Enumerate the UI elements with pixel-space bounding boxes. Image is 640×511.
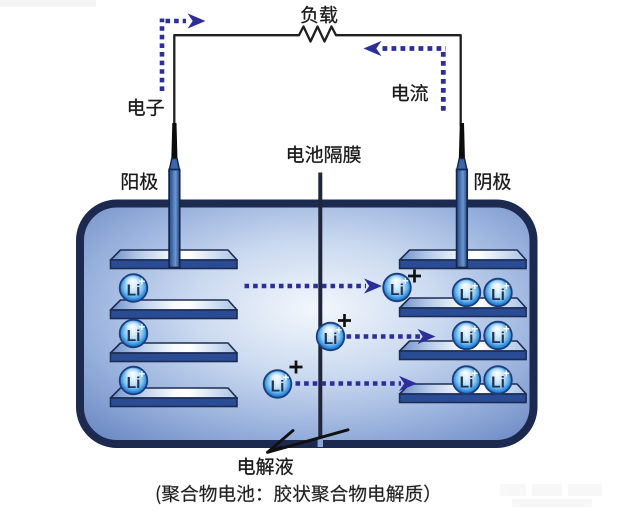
svg-text:Li: Li [491,287,505,304]
svg-text:+: + [472,281,479,293]
svg-text:Li: Li [460,374,474,391]
svg-text:Li: Li [491,374,505,391]
svg-text:Li: Li [460,330,474,347]
svg-text:+: + [283,372,290,384]
svg-text:Li: Li [127,282,141,299]
svg-text:Li: Li [390,282,404,299]
svg-text:Li: Li [127,328,141,345]
svg-text:+: + [139,322,146,334]
svg-text:+: + [472,368,479,380]
svg-text:+: + [503,368,510,380]
svg-text:Li: Li [324,331,338,348]
svg-text:+: + [472,324,479,336]
svg-text:+: + [503,281,510,293]
svg-text:Li: Li [271,378,285,395]
svg-text:+: + [139,369,146,381]
svg-text:+: + [139,276,146,288]
svg-text:Li: Li [127,375,141,392]
svg-text:+: + [336,325,343,337]
svg-text:Li: Li [460,287,474,304]
svg-text:Li: Li [491,330,505,347]
svg-text:+: + [503,324,510,336]
svg-text:+: + [402,276,409,288]
